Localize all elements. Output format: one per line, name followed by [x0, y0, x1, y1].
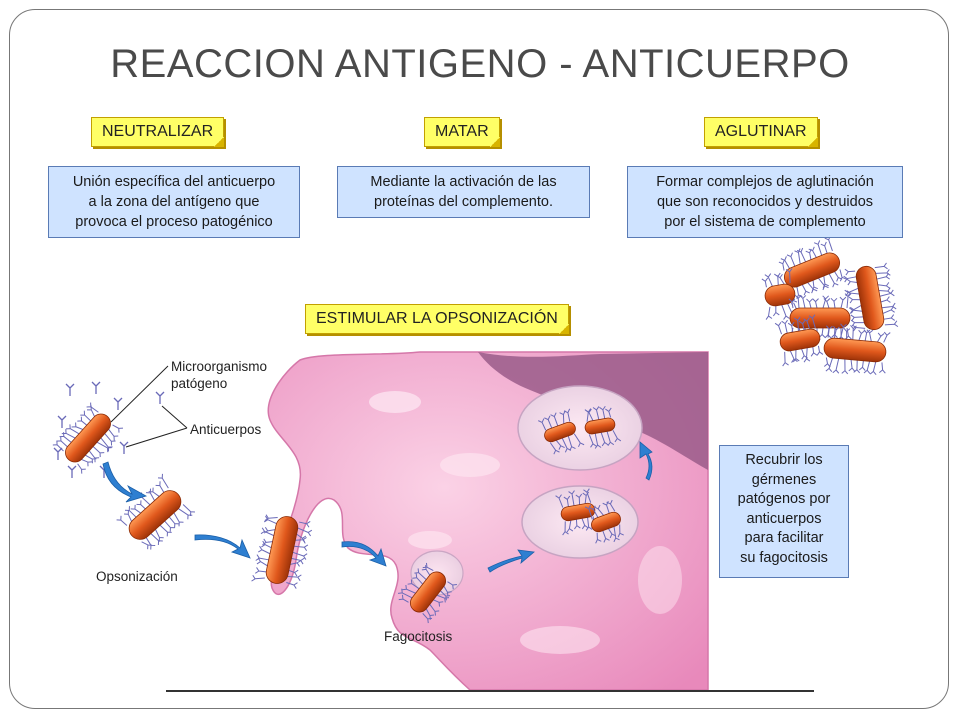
tag-matar: MATAR	[424, 117, 500, 147]
free-bacterium	[52, 402, 124, 474]
label-opsonizacion: Opsonización	[96, 569, 178, 584]
label-anticuerpos: Anticuerpos	[190, 422, 262, 437]
desc-aglutinar: Formar complejos de aglutinación que son…	[627, 166, 903, 238]
leader-lines	[110, 365, 188, 448]
free-antibody	[91, 381, 101, 394]
desc-opsonizacion: Recubrir los gérmenes patógenos por anti…	[719, 445, 849, 578]
tag-opsonizacion: ESTIMULAR LA OPSONIZACIÓN	[305, 304, 569, 334]
slide-frame	[9, 9, 949, 709]
agglutinated-bacterium	[761, 268, 802, 320]
phagosome-upper	[517, 385, 643, 471]
free-antibody	[65, 383, 75, 396]
opsonized-bacterium	[116, 473, 195, 550]
agglutinated-bacterium	[774, 314, 824, 367]
opsonized-bacterium	[251, 514, 313, 589]
agglutinated-bacterium	[778, 235, 847, 305]
free-antibody	[113, 397, 123, 410]
agglutinated-bacterium	[823, 323, 891, 375]
free-antibody	[119, 441, 129, 454]
flow-arrows	[102, 441, 653, 573]
free-antibody	[53, 447, 63, 460]
desc-neutralizar: Unión específica del anticuerpo a la zon…	[48, 166, 300, 238]
label-fagocitosis: Fagocitosis	[384, 629, 453, 644]
digested-bacterium	[538, 408, 585, 455]
free-antibody	[155, 391, 165, 404]
ingested-bacterium	[584, 499, 624, 544]
free-antibody	[67, 465, 77, 478]
digested-bacterium	[584, 405, 622, 449]
engulfed-bacterium	[397, 562, 457, 624]
free-antibody	[57, 415, 67, 428]
slide-title: REACCION ANTIGENO - ANTICUERPO	[110, 42, 850, 86]
tag-aglutinar: AGLUTINAR	[704, 117, 818, 147]
label-microorganismo: Microorganismo patógeno	[171, 359, 268, 391]
phagocyte-cell	[267, 351, 709, 691]
tag-neutralizar: NEUTRALIZAR	[91, 117, 225, 147]
bottom-rule	[166, 690, 814, 692]
desc-matar: Mediante la activación de las proteínas …	[337, 166, 590, 218]
agglutinated-bacterium	[843, 262, 899, 332]
